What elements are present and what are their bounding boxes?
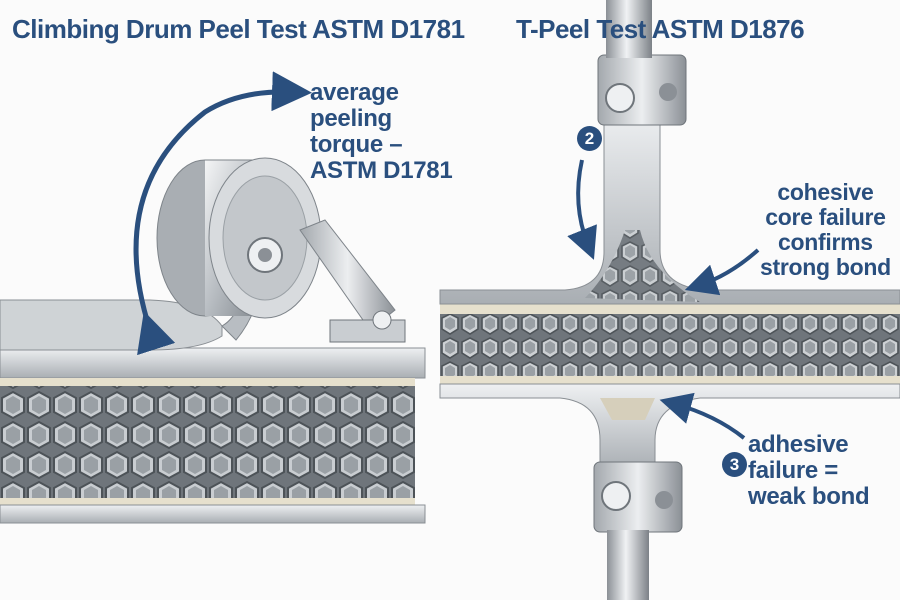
left-panel-title: Climbing Drum Peel Test ASTM D1781 <box>12 14 465 44</box>
callout-line: strong bond <box>760 254 891 280</box>
step-3-badge-icon: 3 <box>722 452 747 477</box>
adhesive-arrow-icon <box>659 392 746 440</box>
adhesive-failure-callout: adhesive failure = weak bond <box>748 431 870 510</box>
step-2-arrow-icon <box>567 159 597 260</box>
callout-line: torque – <box>310 131 403 158</box>
cohesive-arrow-icon <box>684 248 760 296</box>
cohesive-failure-callout: cohesive core failure confirms strong bo… <box>760 180 891 280</box>
right-specimen <box>439 0 900 600</box>
callout-line: adhesive <box>748 431 849 458</box>
callout-line: failure = <box>748 457 839 484</box>
callout-line: average <box>310 79 399 106</box>
peeling-torque-callout: average peeling torque – ASTM D1781 <box>310 79 453 184</box>
step-2-badge-icon: 2 <box>577 126 602 151</box>
curved-arrow-icon <box>133 71 312 356</box>
callout-line: cohesive <box>777 179 874 205</box>
callout-line: confirms <box>778 229 873 255</box>
climbing-drum <box>156 157 406 343</box>
callout-line: peeling <box>310 105 392 132</box>
callout-line: weak bond <box>748 483 870 510</box>
right-panel-title: T-Peel Test ASTM D1876 <box>516 14 805 44</box>
callout-line: core failure <box>765 204 886 230</box>
callout-line: ASTM D1781 <box>310 157 453 184</box>
